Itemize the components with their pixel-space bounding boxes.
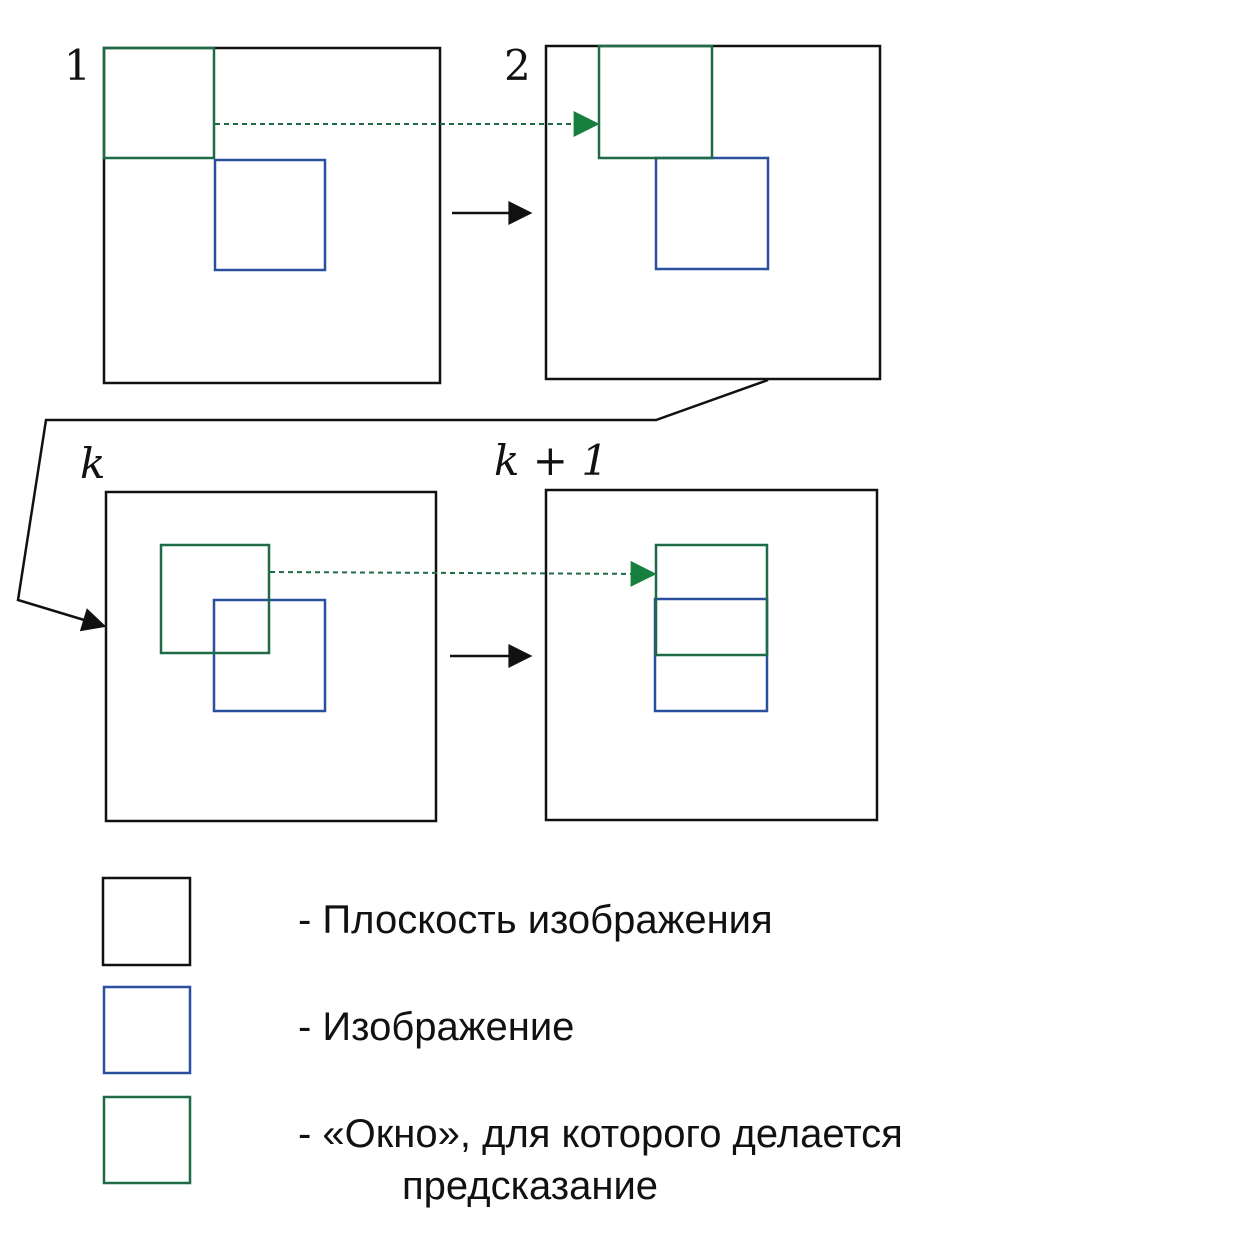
legend-image-swatch <box>102 985 192 1075</box>
legend-plane-swatch <box>101 876 192 967</box>
frame-2-image <box>654 156 770 271</box>
legend-image-label: - Изображение <box>298 1005 574 1049</box>
frame-k-plus-1-image-plane <box>544 488 879 822</box>
window-shift-arrow-bottom <box>269 560 657 587</box>
frame-k-window <box>159 543 271 655</box>
frame-2-label: 2 <box>504 41 531 90</box>
frame-k: k <box>80 439 438 823</box>
legend-window-label-line-1: - «Окно», для которого делается <box>298 1112 903 1156</box>
frame-1-window <box>102 46 216 160</box>
continuation-arrow-2-to-k <box>16 378 769 632</box>
frame-2-window <box>597 44 714 160</box>
legend-plane-label: - Плоскость изображения <box>298 898 773 942</box>
frame-k-plus-1-window <box>654 543 769 657</box>
frame-k-plus-1: k + 1 <box>494 436 879 822</box>
frame-1-label: 1 <box>64 41 91 90</box>
frame-1: 1 <box>64 41 442 385</box>
frame-1-image-plane <box>102 46 442 385</box>
frame-k-image-plane <box>104 490 438 823</box>
legend-window-label-line-2: предсказание <box>402 1164 658 1208</box>
legend: - Плоскость изображения - Изображение - … <box>101 876 903 1208</box>
legend-window-swatch <box>102 1095 192 1185</box>
frame-k-label: k <box>80 439 105 488</box>
frame-1-image <box>213 158 327 272</box>
frame-2: 2 <box>504 41 882 381</box>
frame-k-plus-1-label: k + 1 <box>494 436 608 485</box>
